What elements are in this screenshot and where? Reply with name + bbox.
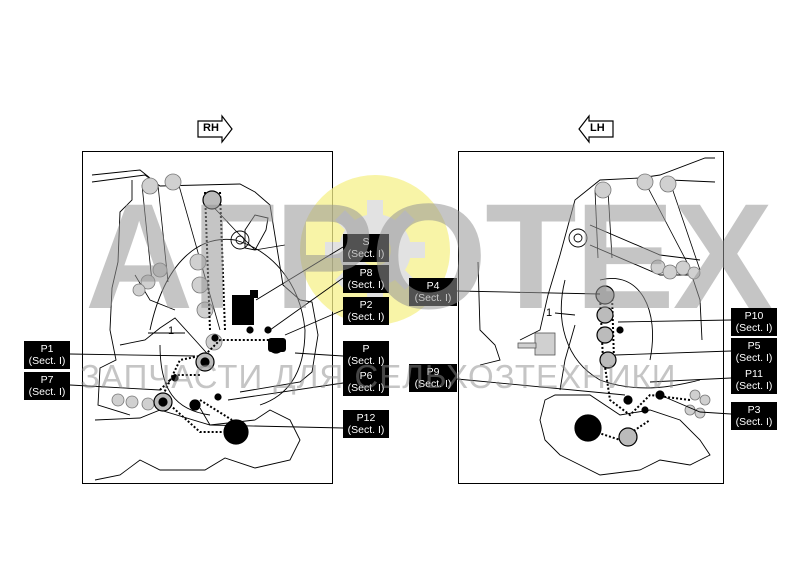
callout-p7[interactable]: P7 (Sect. I): [24, 372, 70, 400]
callout-p5[interactable]: P5 (Sect. I): [731, 338, 777, 366]
callout-p9-sect: (Sect. I): [414, 378, 452, 390]
callout-p-id: P: [362, 343, 370, 355]
callout-p1-sect: (Sect. I): [28, 355, 66, 367]
callout-p-sect: (Sect. I): [347, 355, 385, 367]
callout-p3-sect: (Sect. I): [735, 416, 773, 428]
callout-p12-id: P12: [356, 412, 376, 424]
rh-motor: [268, 338, 286, 352]
callout-p9-id: P9: [426, 366, 440, 378]
callout-p4-id: P4: [426, 280, 440, 292]
callout-p2-sect: (Sect. I): [347, 311, 385, 323]
callout-p8-id: P8: [359, 267, 373, 279]
lh-machine-outline: [477, 157, 716, 476]
callout-p10-id: P10: [744, 310, 764, 322]
callout-p8[interactable]: P8 (Sect. I): [343, 265, 389, 293]
lh-view-label: LH: [590, 122, 605, 134]
lh-direction-arrow-icon: [578, 114, 614, 144]
callout-p8-sect: (Sect. I): [347, 279, 385, 291]
callout-p6-sect: (Sect. I): [347, 382, 385, 394]
callout-s-id: S: [362, 236, 370, 248]
rh-rollers: [111, 173, 223, 411]
callout-p11-sect: (Sect. I): [735, 380, 773, 392]
rh-sprockets: [153, 190, 284, 445]
callout-p6-id: P6: [359, 370, 373, 382]
callout-p9[interactable]: P9 (Sect. I): [409, 364, 457, 392]
callout-p7-id: P7: [40, 374, 54, 386]
callout-p2-id: P2: [359, 299, 373, 311]
callout-p[interactable]: P (Sect. I): [343, 341, 389, 369]
callout-p5-id: P5: [747, 340, 761, 352]
rh-hydraulic-block: [232, 290, 258, 325]
callout-p10[interactable]: P10 (Sect. I): [731, 308, 777, 336]
rh-view-label: RH: [203, 122, 219, 134]
lh-sprockets: [574, 285, 665, 447]
callout-p3[interactable]: P3 (Sect. I): [731, 402, 777, 430]
callout-p12[interactable]: P12 (Sect. I): [343, 410, 389, 438]
rh-machine-outline: [91, 169, 319, 481]
callout-s-sect: (Sect. I): [347, 248, 385, 260]
rh-direction-arrow-icon: [197, 114, 233, 144]
callout-p11-id: P11: [745, 368, 763, 380]
lh-cylinder: [517, 332, 556, 356]
callout-p12-sect: (Sect. I): [347, 424, 385, 436]
callout-p2[interactable]: P2 (Sect. I): [343, 297, 389, 325]
lh-reference-number: 1: [546, 307, 553, 319]
callout-p7-sect: (Sect. I): [28, 386, 66, 398]
rh-reference-number: 1: [168, 325, 175, 337]
lh-belt-lines: [594, 181, 701, 271]
callout-p4-sect: (Sect. I): [414, 292, 452, 304]
callout-p10-sect: (Sect. I): [735, 322, 773, 334]
lh-rollers: [594, 173, 711, 419]
callout-s[interactable]: S (Sect. I): [343, 234, 389, 262]
callout-p11[interactable]: P11 (Sect. I): [731, 366, 777, 394]
callout-p3-id: P3: [747, 404, 761, 416]
callout-p4[interactable]: P4 (Sect. I): [409, 278, 457, 306]
callout-leader-lines: [69, 246, 732, 429]
callout-p1-id: P1: [40, 343, 54, 355]
callout-p6[interactable]: P6 (Sect. I): [343, 368, 389, 396]
callout-p1[interactable]: P1 (Sect. I): [24, 341, 70, 369]
callout-p5-sect: (Sect. I): [735, 352, 773, 364]
